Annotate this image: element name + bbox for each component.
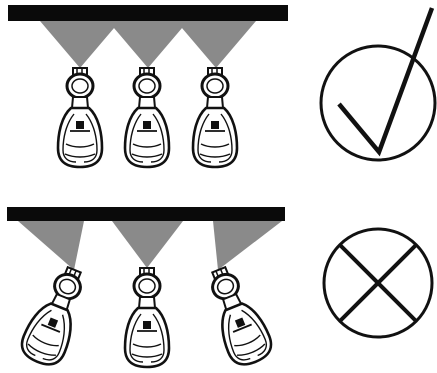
nozzle <box>56 66 104 169</box>
spray-boom-bar <box>8 5 288 21</box>
nozzle <box>123 66 171 169</box>
spray-cone <box>18 221 84 270</box>
spray-cone <box>176 21 256 68</box>
nozzle <box>196 260 278 372</box>
incorrect-arrangement <box>7 207 434 372</box>
checkmark-in-circle-icon <box>319 7 437 162</box>
nozzle <box>15 260 97 372</box>
cross-in-circle-icon <box>322 227 434 339</box>
spray-cone <box>112 221 183 268</box>
spray-boom-bar <box>7 207 285 221</box>
spray-cone <box>40 21 120 68</box>
spray-cone <box>213 221 282 270</box>
spray-cone <box>108 21 188 68</box>
nozzle <box>191 66 239 169</box>
correct-arrangement <box>8 5 437 169</box>
nozzle <box>123 266 171 369</box>
